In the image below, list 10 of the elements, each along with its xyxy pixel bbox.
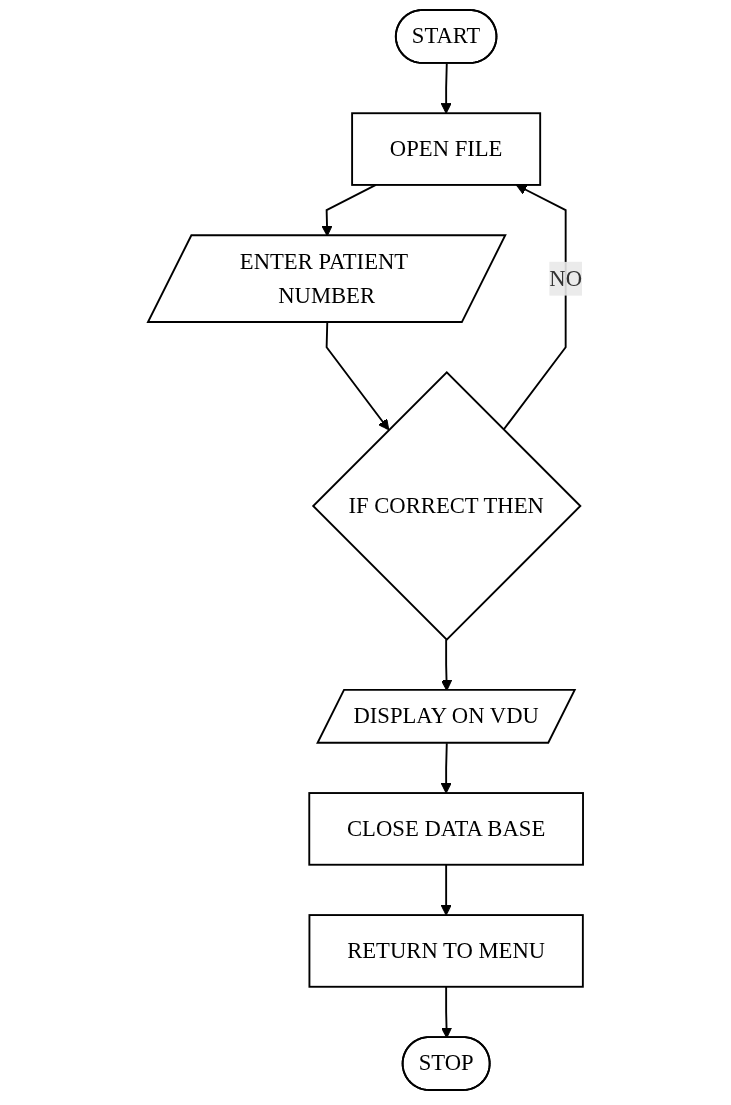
arrow [440, 742, 452, 794]
edge-label: NO [549, 265, 583, 291]
arrow [502, 184, 567, 431]
node-box: CLOSE DATA BASE [308, 792, 584, 866]
arrow [440, 863, 452, 916]
node-box: RETURN TO MENU [308, 914, 584, 988]
node-diamond: IF CORRECT THEN [311, 371, 582, 641]
node-box: OPEN FILE [351, 112, 542, 186]
arrow [441, 985, 453, 1039]
arrow [440, 62, 452, 114]
